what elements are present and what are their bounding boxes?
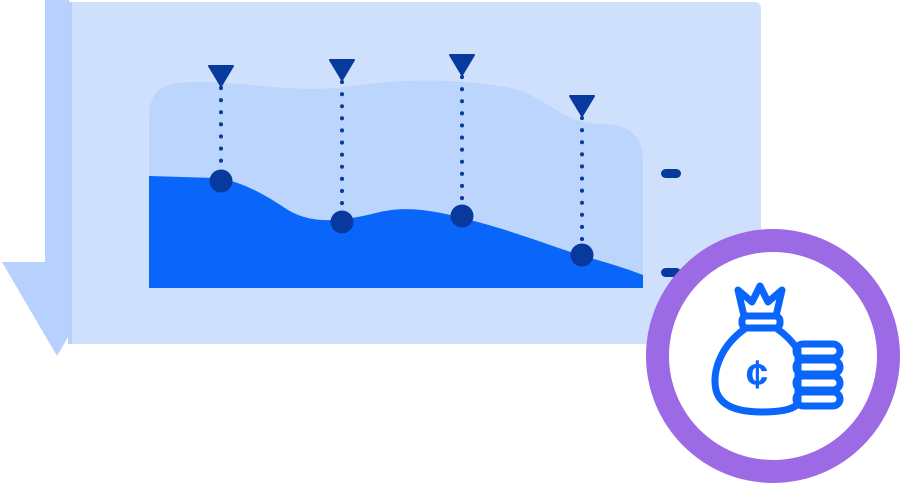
triangle-marker [449,54,475,76]
tick-dash [661,169,681,178]
triangle-marker [569,95,595,117]
data-point [450,204,474,228]
badge-inner [669,252,877,460]
panel-edge [68,2,72,344]
bag-body [711,324,802,416]
data-point [570,243,594,267]
money-bag-coins-icon [711,282,844,416]
triangle-marker [208,65,234,87]
data-markers [208,54,595,267]
data-point [330,210,354,234]
triangle-marker [329,59,355,81]
arrow-shaft [45,0,69,280]
foreground-area [149,176,643,288]
money-badge: ¢ [646,229,900,483]
cent-sign-icon: ¢ [746,353,768,397]
coin [792,388,844,410]
data-point [209,169,233,193]
